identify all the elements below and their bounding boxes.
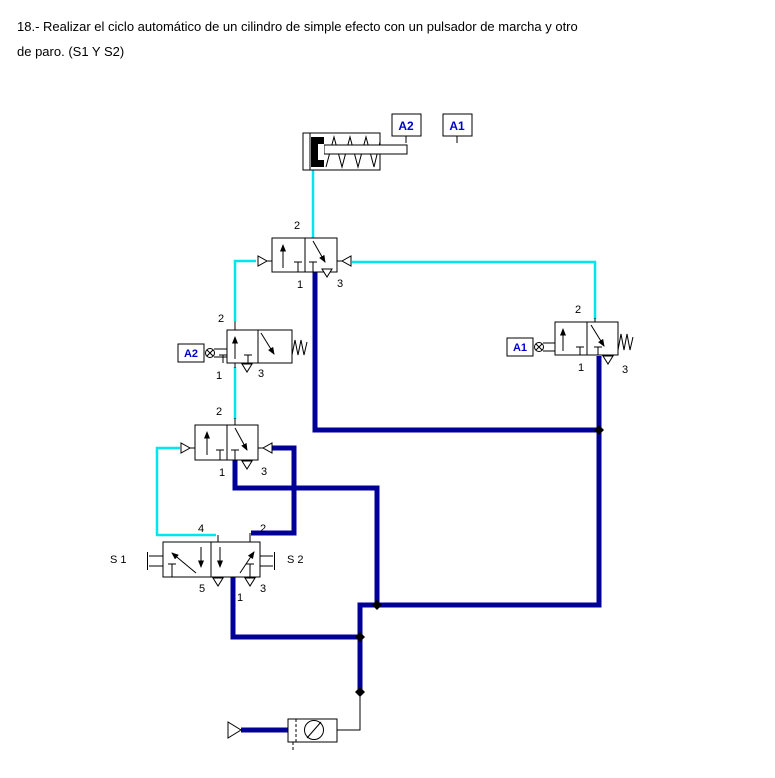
compressed-air-source[interactable] (227, 721, 242, 739)
flow-arrow-diagonal (171, 552, 197, 574)
exhaust-triangle (602, 355, 614, 365)
return-spring (291, 339, 308, 356)
single-acting-cylinder[interactable] (302, 132, 408, 171)
valve-3-2-double-pilot-mid[interactable]: 2 1 3 (180, 406, 273, 479)
signal-lines-cyan (155, 170, 597, 537)
air-source-triangle-icon (227, 721, 242, 739)
port-label: 2 (260, 523, 266, 535)
tag-valve-a2: A2 (184, 348, 198, 360)
port-stubs (217, 318, 596, 542)
title-line-2: de paro. (S1 Y S2) (17, 44, 125, 59)
pressure-line-midvalve-supply (232, 459, 380, 605)
pressure-line-a1-down (377, 356, 602, 608)
signal-line-midpilot-to-port4 (155, 446, 216, 537)
port-label: 1 (237, 592, 243, 604)
signal-line-leftpilot-to-a2 (233, 259, 256, 321)
air-service-unit[interactable] (287, 718, 338, 750)
port-label: 2 (575, 304, 581, 316)
pressure-line-rightpilot-to-port2 (251, 445, 297, 536)
port-label: 1 (219, 467, 225, 479)
tag-s1: S 1 (110, 554, 127, 566)
exhaust-triangle (212, 577, 224, 587)
blocked-port-seals (219, 354, 252, 363)
junction-dot (355, 687, 365, 697)
pushbutton-s1[interactable] (147, 552, 164, 570)
port-label: 2 (218, 313, 224, 325)
junction-dot (355, 632, 365, 642)
blocked-port-seals (294, 261, 317, 272)
port-label: 1 (578, 362, 584, 374)
flow-arrow-diagonal (312, 240, 326, 263)
port-label: 3 (261, 466, 267, 478)
port-label: 3 (258, 368, 264, 380)
tag-valve-a1: A1 (513, 342, 527, 354)
flow-arrow-diagonal (590, 324, 605, 347)
tag-a1-text: A1 (449, 119, 465, 133)
valve-5-2-pushbutton-main[interactable]: S 1 S 2 4 2 5 1 3 (110, 523, 304, 604)
port-label: 2 (216, 406, 222, 418)
pilot-left-icon (257, 255, 269, 267)
blocked-port-seal (168, 563, 176, 577)
flow-arrow-diagonal (234, 427, 248, 451)
pilot-left-icon (180, 442, 192, 454)
port-label: 1 (216, 370, 222, 382)
tag-s2: S 2 (287, 554, 304, 566)
port-label: 3 (622, 364, 628, 376)
piston-rod (323, 144, 408, 155)
line-serviceunit-to-junction (337, 694, 361, 731)
flow-arrow-diagonal (260, 332, 275, 355)
pushbutton-s2[interactable] (260, 552, 275, 570)
exhaust-triangle (244, 577, 256, 587)
pressure-line-port1-supply (230, 577, 359, 640)
port-label: 3 (337, 278, 343, 290)
port-label: 2 (294, 220, 300, 232)
tag-a2-text: A2 (398, 119, 414, 133)
blocked-port-seals (576, 346, 602, 355)
valve-3-2-roller-a2[interactable]: A2 2 1 3 (177, 313, 308, 382)
port-label: 3 (260, 583, 266, 595)
blocked-port-seal (246, 563, 254, 577)
pilot-right-icon (261, 442, 273, 454)
return-spring (617, 333, 634, 351)
exhaust-triangle (241, 363, 253, 373)
port-label: 1 (297, 279, 303, 291)
port-label: 5 (199, 583, 205, 595)
pressure-line-topvalve-supply (312, 272, 599, 433)
port-label: 4 (198, 523, 204, 535)
exhaust-triangle (321, 268, 333, 278)
position-tag-a1[interactable]: A1 (442, 113, 473, 143)
title-line-1: 18.- Realizar el ciclo automático de un … (17, 19, 578, 34)
junction-dot (372, 600, 382, 610)
signal-line-rightpilot-to-a1 (352, 260, 597, 319)
valve-3-2-roller-a1[interactable]: A1 2 1 3 (506, 304, 634, 376)
blocked-port-seals (216, 449, 239, 460)
pressure-line-main-drop (357, 602, 377, 692)
position-tag-a2[interactable]: A2 (391, 113, 422, 143)
junction-dots (355, 425, 604, 697)
junction-dot (594, 425, 604, 435)
plain-lines (217, 318, 596, 731)
valve-3-2-double-pilot-top[interactable]: 2 1 3 (257, 220, 352, 291)
pilot-right-icon (340, 255, 352, 267)
exhaust-triangle (241, 460, 253, 470)
flow-arrow-diagonal (239, 551, 255, 574)
pressure-lines-navy (230, 272, 602, 733)
exercise-title: 18.- Realizar el ciclo automático de un … (17, 14, 762, 64)
